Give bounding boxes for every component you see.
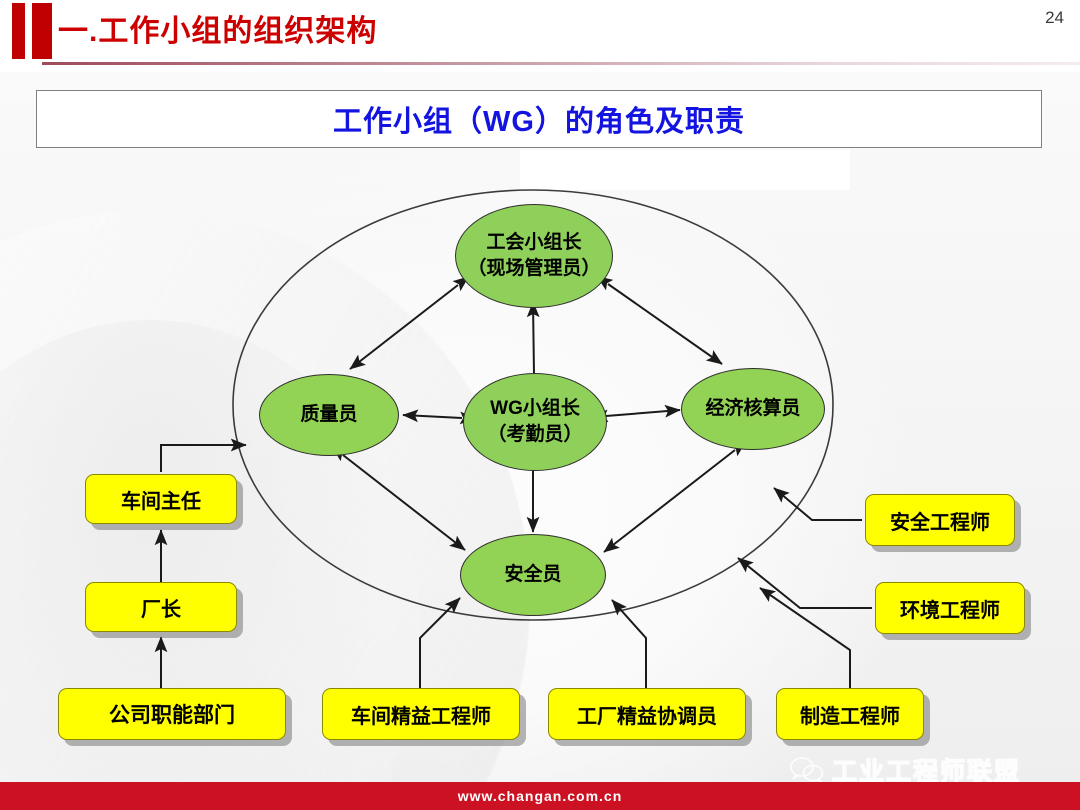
box-factory-director[interactable]: 厂长 xyxy=(85,582,237,632)
box-safety-engineer-label: 安全工程师 xyxy=(890,511,990,534)
arrow-economics-to-safety xyxy=(603,441,747,553)
arrow-wg-to-economics xyxy=(592,404,681,423)
box-workshop-lean-engineer[interactable]: 车间精益工程师 xyxy=(322,688,520,740)
arrow-workshop-director-to-wg xyxy=(160,438,247,472)
node-economics[interactable]: 经济核算员 xyxy=(681,368,825,450)
watermark-text: 工业工程师联盟 xyxy=(831,757,1022,786)
box-workshop-director[interactable]: 车间主任 xyxy=(85,474,237,524)
node-wg-leader-line2: （考勤员） xyxy=(487,424,583,445)
header-accent-bar-2 xyxy=(32,3,52,59)
arrow-workshop-lean-to-wg xyxy=(419,597,461,688)
box-workshop-lean-engineer-label: 车间精益工程师 xyxy=(351,705,491,728)
subtitle-box: 工作小组（WG）的角色及职责 xyxy=(36,90,1042,148)
node-safety-label: 安全员 xyxy=(504,564,562,586)
header-accent-bar-1 xyxy=(12,3,25,59)
box-environment-engineer[interactable]: 环境工程师 xyxy=(875,582,1025,634)
box-manufacturing-engineer-label: 制造工程师 xyxy=(800,705,900,728)
watermark: 工业工程师联盟 xyxy=(790,752,1021,788)
box-workshop-director-label: 车间主任 xyxy=(121,490,201,513)
node-wg-leader-line1: WG小组长 xyxy=(490,398,580,420)
box-factory-director-label: 厂长 xyxy=(141,598,181,621)
header-background xyxy=(0,0,1080,72)
box-company-functions-label: 公司职能部门 xyxy=(109,704,235,727)
wechat-icon xyxy=(790,757,824,784)
footer-bar: www.changan.com.cn xyxy=(0,782,1080,810)
box-plant-lean-coordinator[interactable]: 工厂精益协调员 xyxy=(548,688,746,740)
node-economics-label: 经济核算员 xyxy=(705,398,801,420)
arrow-union-to-economics xyxy=(596,275,723,365)
arrow-plant-lean-to-wg xyxy=(611,599,647,688)
node-quality[interactable]: 质量员 xyxy=(259,374,399,456)
page-number: 24 xyxy=(1045,8,1064,27)
box-safety-engineer[interactable]: 安全工程师 xyxy=(865,494,1015,546)
box-environment-engineer-label: 环境工程师 xyxy=(900,599,1000,622)
box-plant-lean-coordinator-label: 工厂精益协调员 xyxy=(577,705,717,728)
node-wg-leader[interactable]: WG小组长 （考勤员） xyxy=(463,373,607,471)
node-union-leader-line2: （现场管理员） xyxy=(467,258,601,279)
arrow-union-to-quality xyxy=(349,276,470,370)
arrow-wg-to-quality xyxy=(402,409,476,425)
wg-boundary-ellipse xyxy=(232,189,834,621)
header-divider xyxy=(42,62,1080,65)
node-union-leader-line1: 工会小组长 xyxy=(486,232,582,254)
background-white-block xyxy=(520,150,850,190)
diagram-svg xyxy=(154,189,872,688)
node-safety[interactable]: 安全员 xyxy=(460,534,606,616)
node-union-leader[interactable]: 工会小组长 （现场管理员） xyxy=(455,204,613,308)
arrow-wg-to-union xyxy=(526,301,541,389)
footer-url: www.changan.com.cn xyxy=(457,788,623,804)
box-manufacturing-engineer[interactable]: 制造工程师 xyxy=(776,688,924,740)
box-company-functions[interactable]: 公司职能部门 xyxy=(58,688,286,740)
arrow-environment-eng-to-wg xyxy=(737,557,872,609)
arrow-manufacturing-to-wg xyxy=(759,587,851,688)
arrow-quality-to-safety xyxy=(331,446,466,551)
page-title: 一.工作小组的组织架构 xyxy=(58,15,378,48)
arrow-safety-eng-to-wg xyxy=(773,487,862,521)
org-diagram: 工会小组长 （现场管理员） 质量员 WG小组长 （考勤员） 经济核算员 安全员 … xyxy=(0,150,1080,770)
subtitle-text: 工作小组（WG）的角色及职责 xyxy=(333,106,745,138)
node-quality-label: 质量员 xyxy=(300,404,358,426)
